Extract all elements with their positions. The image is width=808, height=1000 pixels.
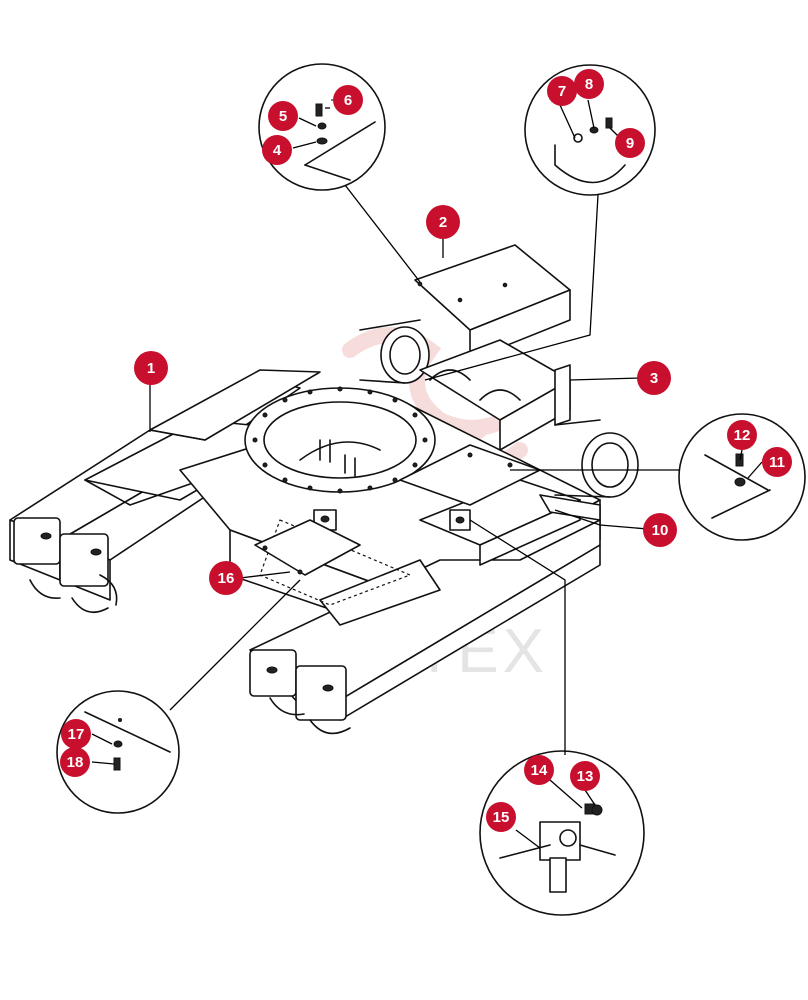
svg-text:10: 10 <box>652 522 669 539</box>
svg-text:13: 13 <box>577 768 594 785</box>
svg-text:16: 16 <box>218 570 235 587</box>
detail-view-10-fasteners <box>678 413 806 541</box>
svg-text:15: 15 <box>493 809 510 826</box>
callout-4: 4 <box>262 135 292 165</box>
svg-text:5: 5 <box>279 108 287 125</box>
callout-17: 17 <box>61 719 91 749</box>
callout-15: 15 <box>486 802 516 832</box>
callout-5: 5 <box>268 101 298 131</box>
cover-part-3 <box>419 339 571 451</box>
callout-16: 16 <box>209 561 243 595</box>
svg-text:12: 12 <box>734 427 751 444</box>
callout-2: 2 <box>426 205 460 239</box>
svg-text:3: 3 <box>650 370 658 387</box>
svg-text:4: 4 <box>273 142 282 159</box>
svg-text:14: 14 <box>531 762 548 779</box>
callout-3: 3 <box>637 361 671 395</box>
callout-7: 7 <box>547 76 577 106</box>
detail-view-14-fasteners <box>479 750 645 916</box>
detail-view-16-fasteners <box>56 690 180 814</box>
track-frame <box>9 319 639 735</box>
svg-text:11: 11 <box>769 454 785 471</box>
svg-text:8: 8 <box>585 76 593 93</box>
callout-13: 13 <box>570 761 600 791</box>
callouts: 1 2 3 4 5 6 7 8 <box>60 69 792 832</box>
callout-1: 1 <box>134 351 168 385</box>
svg-text:6: 6 <box>344 92 352 109</box>
callout-18: 18 <box>60 747 90 777</box>
callout-10: 10 <box>643 513 677 547</box>
callout-14: 14 <box>524 755 554 785</box>
ring-bolt-holes <box>252 386 428 494</box>
callout-12: 12 <box>727 420 757 450</box>
svg-text:18: 18 <box>67 754 84 771</box>
svg-text:2: 2 <box>439 214 447 231</box>
svg-text:1: 1 <box>147 360 155 377</box>
svg-text:17: 17 <box>68 726 85 743</box>
svg-text:7: 7 <box>558 83 566 100</box>
callout-11: 11 <box>762 447 792 477</box>
callout-6: 6 <box>333 85 363 115</box>
callout-8: 8 <box>574 69 604 99</box>
callout-9: 9 <box>615 128 645 158</box>
svg-text:9: 9 <box>626 135 634 152</box>
